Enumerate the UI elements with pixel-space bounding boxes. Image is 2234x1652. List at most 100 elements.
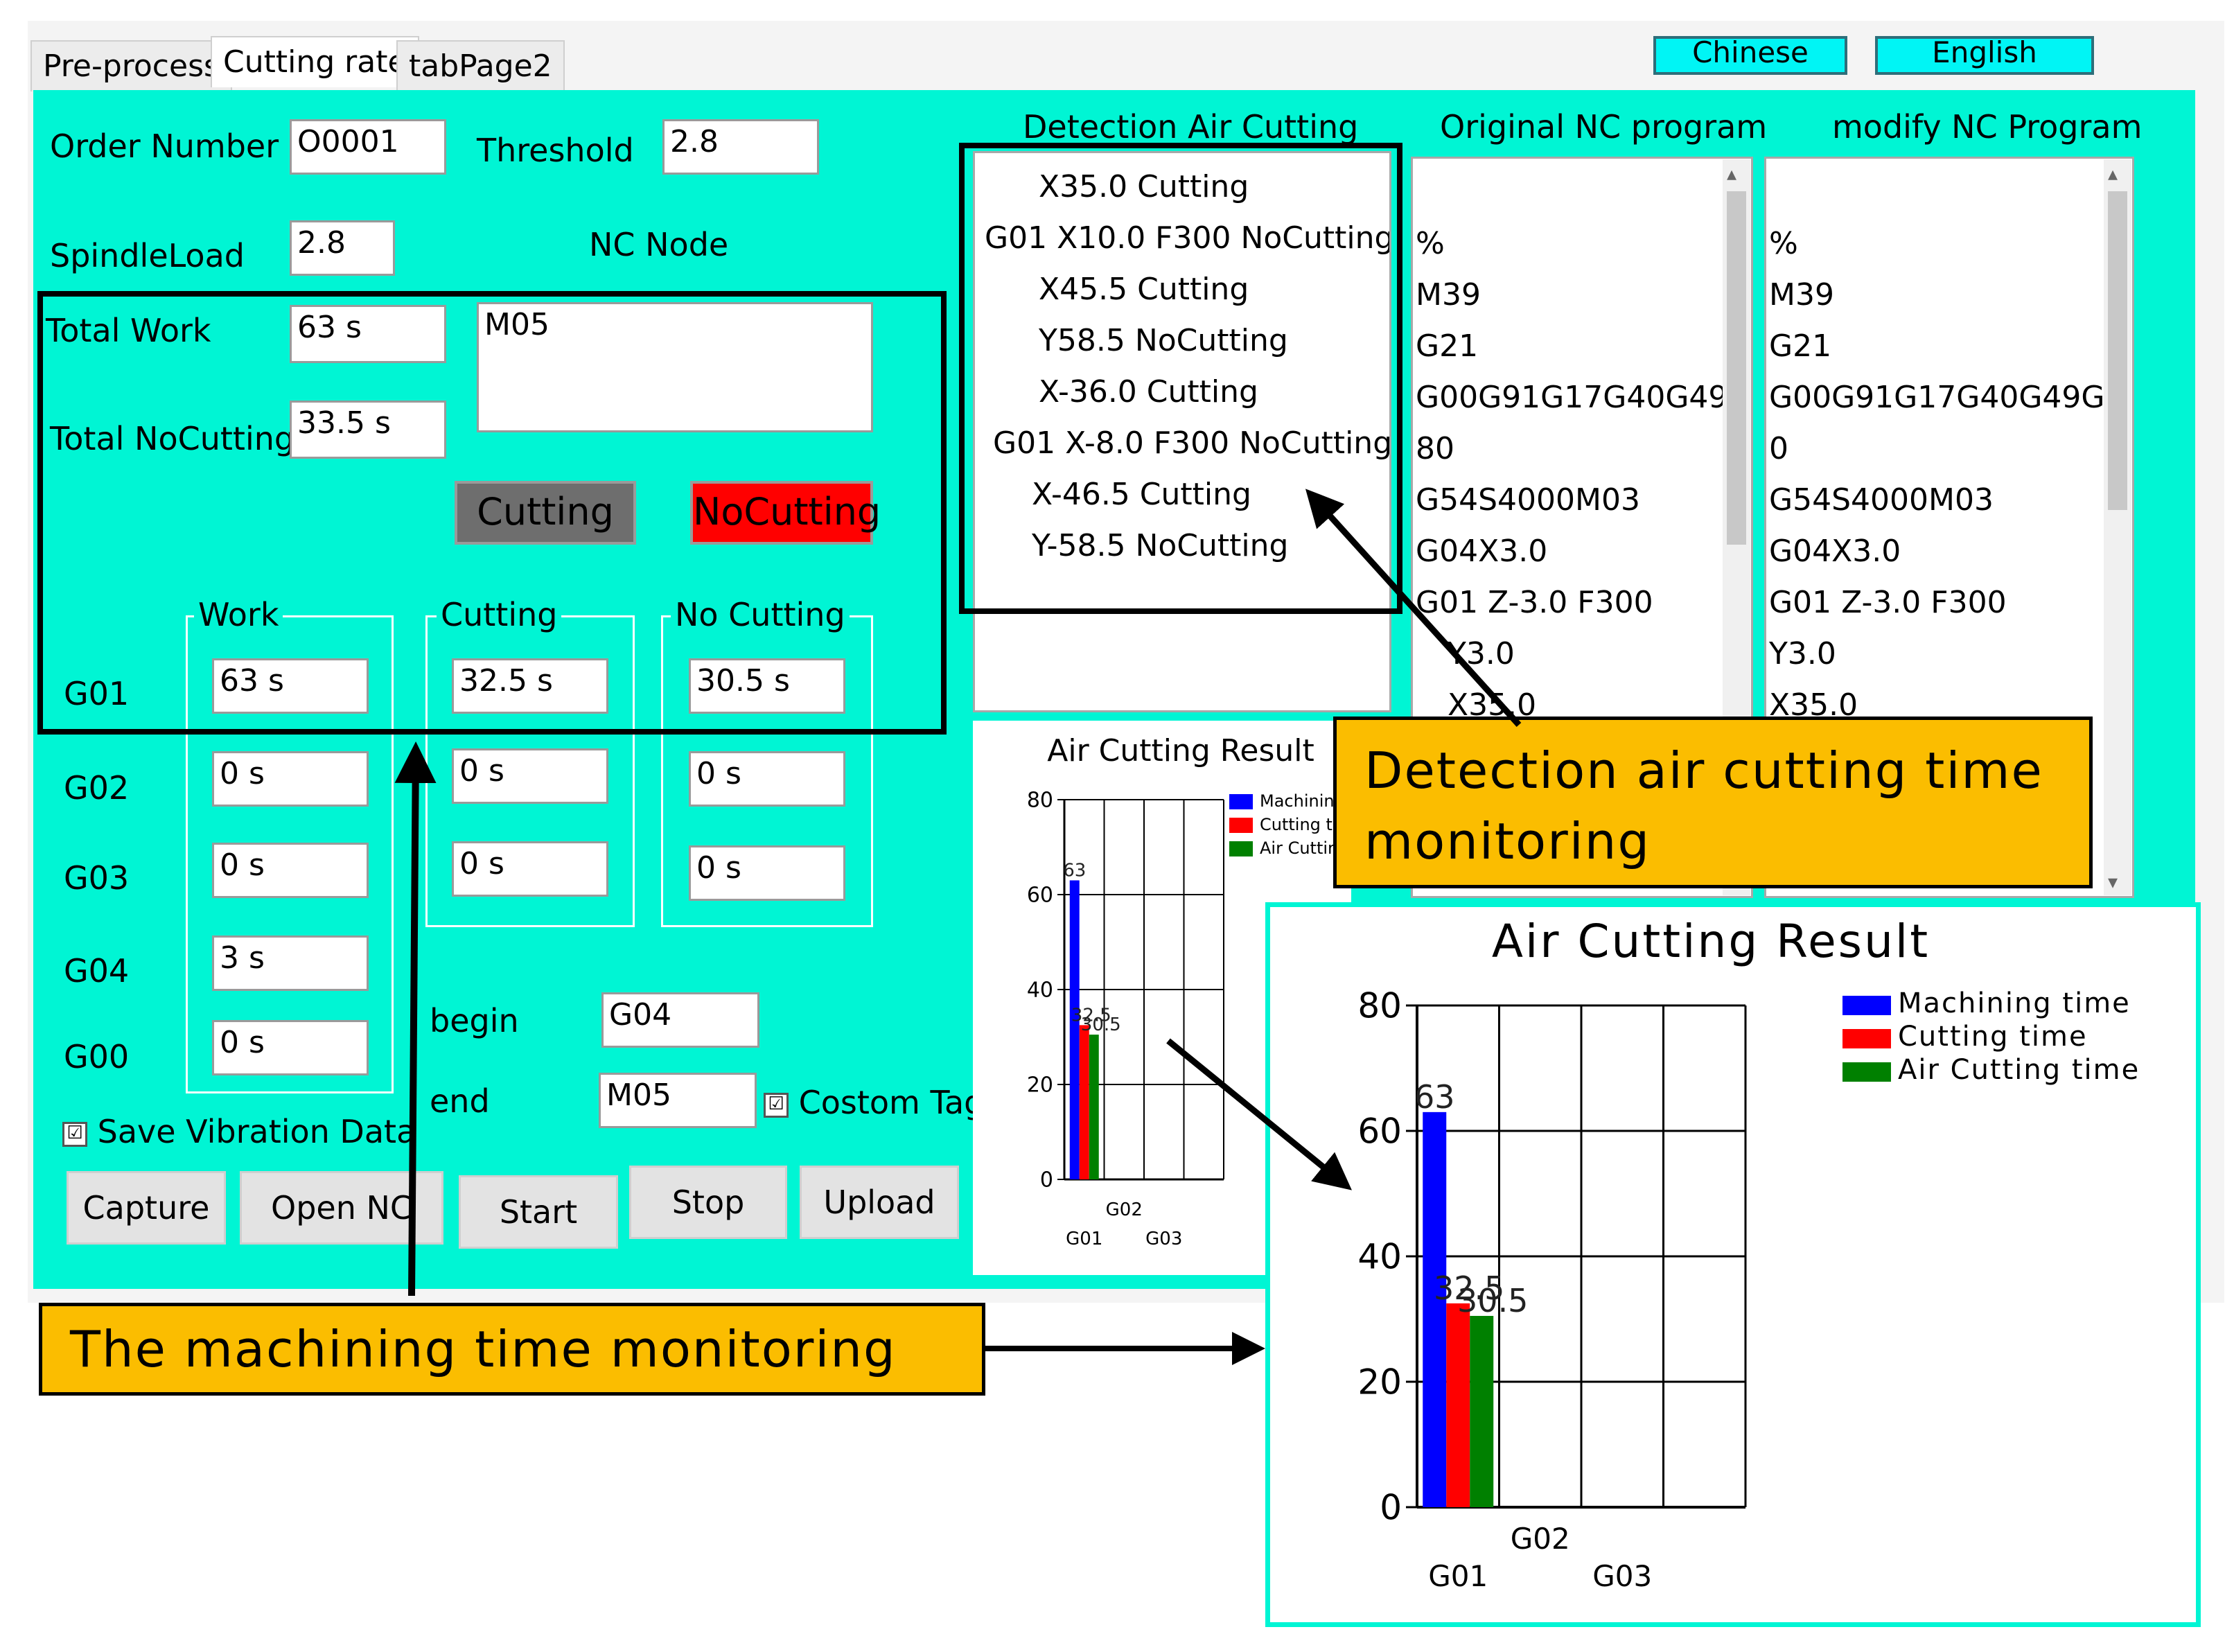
begin-input[interactable]: G04: [601, 992, 759, 1048]
g02-work-input[interactable]: 0 s: [212, 751, 369, 807]
tab-cutting-rate[interactable]: Cutting rate: [211, 36, 419, 87]
list-item[interactable]: %: [1769, 226, 1798, 261]
g01-work-input[interactable]: 63 s: [212, 658, 369, 714]
list-item[interactable]: Y58.5 NoCutting: [1039, 323, 1288, 358]
order-number-input[interactable]: O0001: [290, 119, 446, 175]
data-label: 32.5: [1434, 1269, 1504, 1307]
chevron-up-icon[interactable]: ▴: [1727, 162, 1737, 185]
work-group-label: Work: [194, 599, 283, 631]
tab-pre-process[interactable]: Pre-process: [30, 40, 232, 91]
list-item[interactable]: G54S4000M03: [1769, 482, 1994, 518]
list-item[interactable]: X-46.5 Cutting: [1032, 477, 1251, 512]
total-work-label: Total Work: [46, 312, 211, 349]
list-item[interactable]: M39: [1416, 277, 1481, 313]
bar-machining-time: [1423, 1111, 1447, 1507]
legend-swatch: [1229, 818, 1253, 833]
chevron-down-icon[interactable]: ▾: [2108, 870, 2118, 893]
g02-cutting-input[interactable]: 0 s: [452, 748, 608, 804]
custom-tag-label: Costom Tag: [798, 1084, 985, 1121]
list-item[interactable]: Y3.0: [1448, 636, 1515, 671]
y-tick-label: 80: [1357, 986, 1402, 1026]
chevron-up-icon[interactable]: ▴: [2108, 162, 2118, 185]
english-button[interactable]: English: [1875, 36, 2094, 75]
list-item[interactable]: %: [1416, 226, 1445, 261]
chart-title: Air Cutting Result: [1492, 915, 1930, 968]
list-item[interactable]: G04X3.0: [1769, 534, 1901, 569]
chart-title: Air Cutting Result: [1047, 733, 1314, 768]
g04-work-input[interactable]: 3 s: [212, 935, 369, 991]
list-item[interactable]: G04X3.0: [1416, 534, 1548, 569]
total-work-input[interactable]: 63 s: [290, 305, 446, 363]
custom-tag-checkbox[interactable]: ☑ Costom Tag: [764, 1087, 984, 1118]
y-tick-label: 0: [1380, 1488, 1402, 1528]
cutting-indicator: Cutting: [455, 481, 636, 545]
list-item[interactable]: G00G91G17G40G49G: [1416, 380, 1752, 415]
list-item[interactable]: G21: [1416, 328, 1479, 364]
threshold-label: Threshold: [477, 132, 634, 169]
capture-button[interactable]: Capture: [67, 1171, 226, 1245]
y-tick-label: 80: [1027, 789, 1053, 813]
x-tick-label: G03: [1145, 1229, 1182, 1249]
list-item[interactable]: G21: [1769, 328, 1832, 364]
g03-work-input[interactable]: 0 s: [212, 843, 369, 898]
upload-button[interactable]: Upload: [800, 1166, 959, 1239]
list-item[interactable]: M39: [1769, 277, 1834, 313]
list-item[interactable]: X45.5 Cutting: [1039, 272, 1249, 307]
nocutting-indicator: NoCutting: [690, 481, 881, 545]
save-vibration-check-icon[interactable]: ☑: [62, 1121, 87, 1147]
modify-nc-scroll-thumb[interactable]: [2108, 191, 2127, 510]
g03-cutting-input[interactable]: 0 s: [452, 841, 608, 897]
large-air-cutting-chart: Air Cutting Result020406080G01G02G036332…: [1357, 915, 2138, 1593]
list-item[interactable]: G01 X10.0 F300 NoCutting: [985, 220, 1391, 256]
legend-swatch: [1842, 1062, 1891, 1082]
spindleload-input[interactable]: 2.8: [290, 220, 395, 276]
y-tick-label: 20: [1027, 1073, 1053, 1098]
g00-work-input[interactable]: 0 s: [212, 1020, 369, 1075]
list-item[interactable]: X45.5: [1413, 885, 1751, 896]
tab-tabpage2[interactable]: tabPage2: [396, 40, 565, 91]
modify-nc-title: modify NC Program: [1832, 108, 2143, 146]
original-nc-scroll-thumb[interactable]: [1727, 191, 1746, 545]
detection-list[interactable]: X35.0 Cutting G01 X10.0 F300 NoCutting X…: [973, 151, 1391, 712]
y-tick-label: 60: [1027, 884, 1053, 908]
list-item[interactable]: X35.0 Cutting: [1039, 169, 1249, 204]
nc-node-textbox[interactable]: M05: [477, 302, 873, 432]
g03-no-cutting-input[interactable]: 0 s: [689, 845, 845, 901]
g01-no-cutting-input[interactable]: 30.5 s: [689, 658, 845, 714]
custom-tag-check-icon[interactable]: ☑: [764, 1092, 789, 1118]
bar-air-cutting-time: [1470, 1315, 1494, 1507]
list-item[interactable]: G00G91G17G40G49G8: [1769, 380, 2125, 415]
chinese-button[interactable]: Chinese: [1653, 36, 1847, 75]
spindleload-label: SpindleLoad: [50, 237, 245, 274]
list-item[interactable]: G01 Z-3.0 F300: [1769, 585, 2007, 620]
small-air-cutting-chart: Air Cutting Result020406080G01G02G036332…: [1027, 733, 1392, 1249]
g02-no-cutting-input[interactable]: 0 s: [689, 751, 845, 807]
list-item[interactable]: X45.5: [1766, 885, 2132, 896]
list-item[interactable]: Y3.0: [1769, 636, 1836, 671]
list-item[interactable]: G54S4000M03: [1416, 482, 1640, 518]
total-nocutting-input[interactable]: 33.5 s: [290, 401, 446, 459]
row-code-g03: G03: [64, 859, 130, 897]
list-item[interactable]: G01 Z-3.0 F300: [1416, 585, 1653, 620]
open-nc-button[interactable]: Open NC: [240, 1171, 443, 1245]
end-input[interactable]: M05: [599, 1073, 757, 1128]
data-label: 32.5: [1071, 1005, 1111, 1026]
data-label: 63: [1414, 1078, 1455, 1116]
g01-cutting-input[interactable]: 32.5 s: [452, 658, 608, 714]
list-item[interactable]: 0: [1769, 431, 1788, 466]
list-item[interactable]: 80: [1416, 431, 1454, 466]
stop-button[interactable]: Stop: [629, 1166, 787, 1239]
save-vibration-checkbox[interactable]: ☑ Save Vibration Data: [62, 1116, 416, 1148]
list-item[interactable]: X-36.0 Cutting: [1039, 374, 1258, 410]
x-tick-label: G01: [1066, 1229, 1102, 1249]
threshold-input[interactable]: 2.8: [662, 119, 819, 175]
list-item[interactable]: Y-58.5 NoCutting: [1032, 528, 1289, 563]
row-code-g01: G01: [64, 675, 130, 712]
bar-cutting-time: [1446, 1303, 1470, 1507]
start-button[interactable]: Start: [459, 1175, 618, 1249]
y-tick-label: 60: [1357, 1111, 1402, 1152]
list-item[interactable]: G01 X-8.0 F300 NoCutting: [993, 425, 1391, 461]
detection-callout: Detection air cutting time monitoring: [1333, 717, 2093, 888]
save-vibration-label: Save Vibration Data: [97, 1113, 416, 1150]
